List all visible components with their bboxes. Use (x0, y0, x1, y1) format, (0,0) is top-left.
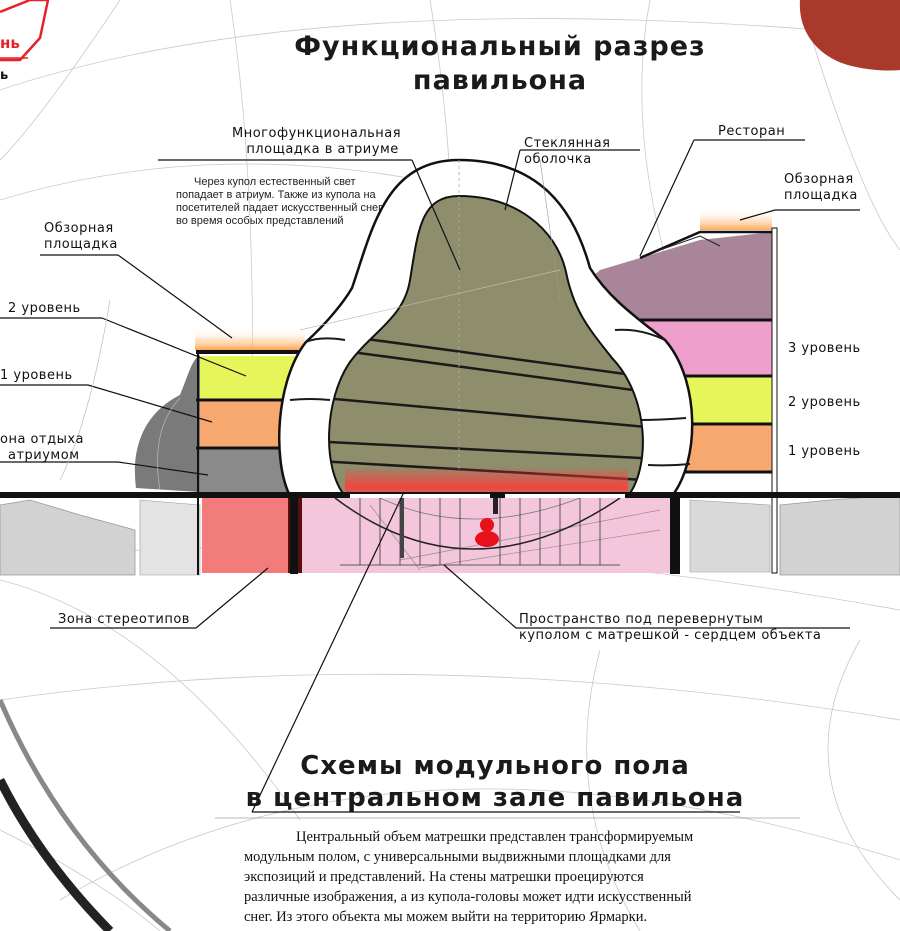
label-glass-line2: оболочка (524, 152, 592, 167)
paragraph-line: снег. Из этого объекта мы можем выйти на… (244, 909, 648, 925)
description-paragraph: Центральный объем матрешки представлен т… (244, 827, 784, 927)
note-dome-light: Через купол естественный свет попадает в… (176, 176, 382, 228)
label-space-line2: куполом с матрешкой - сердцем объекта (519, 628, 822, 643)
label-view-right-line2: площадка (784, 188, 858, 203)
corner-blob (799, 0, 900, 71)
page-title-line2: павильона (412, 65, 588, 96)
label-stereotypes: Зона стереотипов (58, 612, 190, 627)
label-view-right-line1: Обзорная (784, 172, 854, 187)
paragraph-line: различные изображения, а из купола-голов… (244, 889, 692, 905)
label-glass-shell: Стеклянная оболочка (524, 136, 610, 168)
label-atrium-line2: площадка в атриуме (246, 142, 399, 157)
corner-frame (0, 0, 50, 62)
corner-fragment-2: ь (0, 68, 9, 83)
label-restaurant: Ресторан (718, 124, 786, 139)
section-title-line1: Схемы модульного пола (300, 751, 690, 781)
label-rest-zone: она отдыха атриумом (0, 432, 84, 464)
label-view-left-line1: Обзорная (44, 221, 114, 236)
label-view-left-line2: площадка (44, 237, 118, 252)
section-title-line2: в центральном зале павильона (245, 783, 745, 813)
label-level1-left: 1 уровень (0, 368, 73, 383)
leader-lines (0, 139, 860, 819)
paragraph-line: экспозиций и представлений. На стены мат… (244, 869, 644, 885)
corner-fragment-1: нь (0, 34, 20, 52)
label-rest-line1: она отдыха (0, 432, 84, 447)
label-atrium-line1: Многофункциональная (232, 126, 402, 141)
page-title: Функциональный разрез павильона (250, 30, 750, 98)
section-title: Схемы модульного пола в центральном зале… (230, 750, 760, 814)
label-level1-right: 1 уровень (788, 444, 861, 459)
label-glass-line1: Стеклянная (524, 136, 611, 151)
label-view-right: Обзорная площадка (784, 172, 858, 204)
label-space-line1: Пространство под перевернутым (519, 612, 764, 627)
label-under-dome-space: Пространство под перевернутым куполом с … (519, 612, 821, 644)
note-line: Через купол естественный свет (194, 176, 356, 188)
label-level2-right: 2 уровень (788, 395, 861, 410)
label-view-left: Обзорная площадка (44, 221, 118, 253)
note-line: посетителей падает искусственный снег (176, 202, 383, 214)
label-rest-line2: атриумом (8, 448, 80, 463)
page-title-line1: Функциональный разрез (294, 31, 706, 62)
label-level2-left: 2 уровень (8, 301, 81, 316)
label-level3-right: 3 уровень (788, 341, 861, 356)
paragraph-line: Центральный объем матрешки представлен т… (296, 829, 694, 845)
label-atrium: Многофункциональная площадка в атриуме (232, 126, 401, 158)
note-line: во время особых представлений (176, 215, 344, 227)
paragraph-line: модульным полом, с универсальными выдвиж… (244, 849, 671, 865)
matryoshka-figure (475, 518, 499, 547)
note-line: попадает в атриум. Также из купола на (176, 189, 376, 201)
